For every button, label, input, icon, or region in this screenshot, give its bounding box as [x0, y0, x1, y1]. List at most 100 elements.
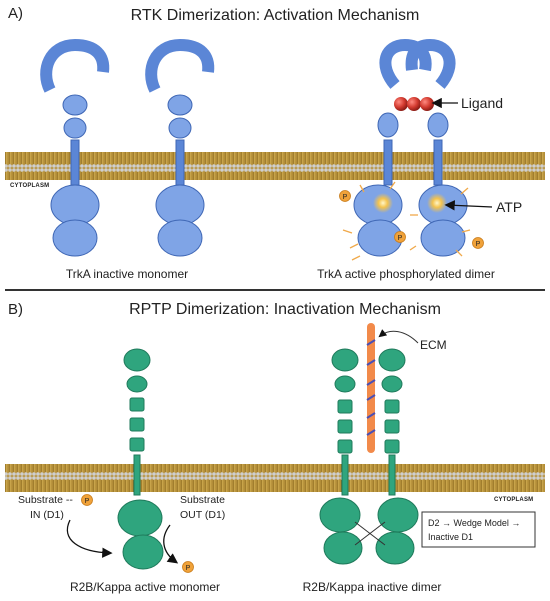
r2b-dimer-fn3-left-1	[337, 399, 353, 414]
atp-label: ATP	[496, 199, 522, 215]
membrane-a-cytoplasm-label: CYTOPLASM	[10, 183, 49, 189]
panel-a-left-caption: TrkA inactive monomer	[66, 267, 188, 281]
substrate-in-arrow	[66, 519, 113, 558]
trka-ecd-1b	[63, 117, 87, 139]
activation-rays	[342, 181, 471, 261]
r2b-tm-helix	[133, 454, 141, 496]
r2b-monomer	[117, 348, 164, 570]
trka-dimer-kinase-right-b	[420, 219, 466, 257]
panel-b-letter: B)	[8, 301, 23, 318]
panel-a-letter: A)	[8, 5, 23, 22]
atp-arrow	[444, 200, 493, 211]
ecm-body	[367, 323, 375, 453]
substrate-out-arrow	[163, 524, 179, 564]
ligand-sphere-1	[394, 97, 408, 111]
r2b-dimer-d2-right	[375, 531, 415, 565]
panel-b-left-caption: R2B/Kappa active monomer	[70, 580, 220, 594]
substrate-in-line-1: Substrate --	[18, 494, 73, 506]
trka-monomer-1	[40, 38, 110, 257]
trka-dimer-helix-right	[433, 139, 443, 186]
trka-ecd-2b	[168, 117, 192, 139]
wedge-model-line-2: Inactive D1	[428, 532, 473, 542]
trka-kinase-2a	[155, 184, 205, 226]
panel-a-right-caption: TrkA active phosphorylated dimer	[317, 267, 495, 281]
trka-dimer-helix-left	[383, 139, 393, 186]
r2b-dimer-fn3-left-3	[337, 439, 353, 454]
r2b-dimer-mam-right	[378, 348, 406, 372]
trka-kinase-2b	[157, 219, 203, 257]
r2b-dimer-fn3-right-3	[384, 439, 400, 454]
substrate-out-line-2: OUT (D1)	[180, 509, 225, 521]
r2b-ig-domain	[126, 375, 148, 393]
phospho-b-in: P	[81, 494, 93, 506]
r2b-dimer	[319, 348, 419, 565]
atp-glow-left	[373, 193, 393, 213]
phospho-a-1: P	[339, 190, 351, 202]
trka-ecd-1a	[62, 94, 88, 116]
r2b-dimer-d1-right	[377, 497, 419, 533]
membrane-a	[5, 152, 545, 180]
substrate-in-label: Substrate -- IN (D1)	[18, 494, 76, 521]
r2b-dimer-d2-left	[323, 531, 363, 565]
ecm-label: ECM	[420, 338, 447, 352]
r2b-dimer-fn3-left-2	[337, 419, 353, 434]
substrate-in-line-2: IN (D1)	[30, 509, 64, 521]
substrate-out-line-1: Substrate	[180, 494, 225, 506]
r2b-fn3-1	[129, 397, 145, 412]
trka-dimer-hook-right	[405, 38, 456, 89]
trka-kinase-1b	[52, 219, 98, 257]
wedge-model-box	[421, 511, 536, 548]
r2b-d1-domain	[117, 499, 163, 537]
ecm-strand	[366, 323, 376, 453]
trka-monomer-2	[145, 38, 215, 257]
trka-helix-2	[175, 139, 185, 186]
phospho-b-in-label: P	[85, 498, 90, 505]
membrane-b	[5, 464, 545, 492]
trka-kinase-1a	[50, 184, 100, 226]
wedge-model-label: D2 → Wedge Model → Inactive D1	[428, 518, 523, 542]
ligand	[394, 97, 434, 111]
trka-hook-1	[40, 38, 110, 93]
panel-a-title: RTK Dimerization: Activation Mechanism	[131, 7, 420, 24]
r2b-dimer-fn3-right-1	[384, 399, 400, 414]
phospho-a-3: P	[472, 237, 484, 249]
r2b-fn3-3	[129, 437, 145, 452]
panel-b-title: RPTP Dimerization: Inactivation Mechanis…	[129, 301, 441, 318]
phospho-a-2-label: P	[398, 235, 403, 242]
wedge-cross	[354, 521, 386, 546]
trka-dimer-ecd-right	[427, 112, 449, 138]
phospho-b-out: P	[182, 561, 194, 573]
r2b-dimer-tm-left	[341, 454, 349, 496]
panel-b-right-caption: R2B/Kappa inactive dimer	[303, 580, 442, 594]
ligand-sphere-3	[420, 97, 434, 111]
r2b-dimer-ig-right	[381, 375, 403, 393]
r2b-dimer-ig-left	[334, 375, 356, 393]
r2b-dimer-fn3-right-2	[384, 419, 400, 434]
ligand-label: Ligand	[461, 95, 503, 111]
ecm-arrow	[378, 329, 419, 344]
substrate-out-label: Substrate OUT (D1)	[180, 494, 228, 521]
r2b-d2-domain	[122, 534, 164, 570]
phospho-a-1-label: P	[343, 194, 348, 201]
panel-b: B) RPTP Dimerization: Inactivation Mecha…	[5, 301, 545, 594]
trka-dimer	[353, 38, 468, 257]
membrane-b-cytoplasm-label: CYTOPLASM	[494, 497, 533, 503]
ligand-sphere-2	[407, 97, 421, 111]
trka-dimer-ecd-left	[377, 112, 399, 138]
r2b-mam-domain	[123, 348, 151, 372]
trka-dimer-hook-left	[379, 38, 432, 89]
wedge-model-line-1: D2 → Wedge Model →	[428, 518, 520, 528]
r2b-dimer-d1-left	[319, 497, 361, 533]
r2b-fn3-2	[129, 417, 145, 432]
trka-ecd-2a	[167, 94, 193, 116]
r2b-dimer-tm-right	[388, 454, 396, 496]
atp-glow-right	[427, 193, 447, 213]
trka-hook-2	[145, 38, 215, 93]
phospho-a-2: P	[394, 231, 406, 243]
r2b-dimer-mam-left	[331, 348, 359, 372]
panel-a: A) RTK Dimerization: Activation Mechanis…	[5, 5, 545, 281]
phospho-b-out-label: P	[186, 565, 191, 572]
phospho-a-3-label: P	[476, 241, 481, 248]
ecm-stripes	[366, 339, 376, 436]
